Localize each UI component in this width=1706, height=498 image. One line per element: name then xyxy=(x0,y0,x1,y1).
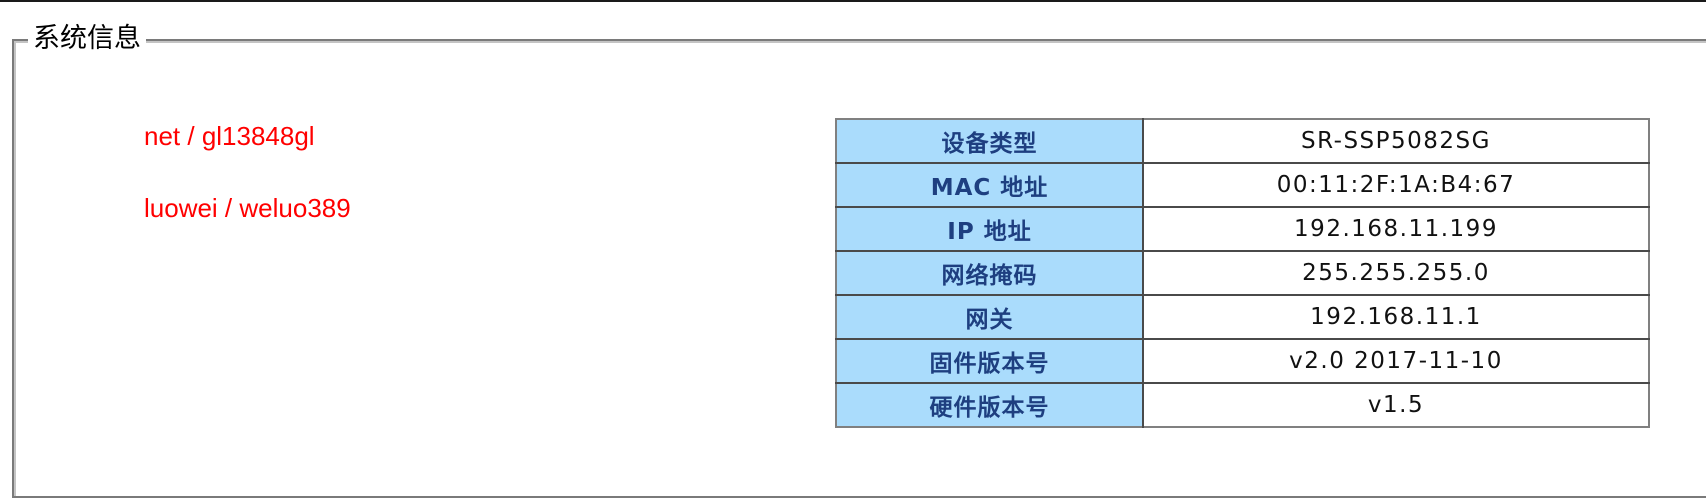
row-label: 网关 xyxy=(836,295,1144,340)
system-info-fieldset xyxy=(12,39,1706,498)
table-row-firmware-version: 固件版本号 v2.0 2017-11-10 xyxy=(836,339,1649,384)
row-label: 网络掩码 xyxy=(836,251,1144,296)
system-info-table: 设备类型 SR-SSP5082SG MAC 地址 00:11:2F:1A:B4:… xyxy=(835,118,1650,428)
row-label: IP 地址 xyxy=(836,207,1144,252)
row-label: 硬件版本号 xyxy=(836,383,1144,427)
row-label: 固件版本号 xyxy=(836,339,1144,384)
row-value: v2.0 2017-11-10 xyxy=(1143,339,1649,384)
credentials-list: net / gl13848gl luowei / weluo389 xyxy=(144,120,351,264)
table-row-device-type: 设备类型 SR-SSP5082SG xyxy=(836,119,1649,164)
table-row-netmask: 网络掩码 255.255.255.0 xyxy=(836,251,1649,296)
row-value: 255.255.255.0 xyxy=(1143,251,1649,296)
row-value: 00:11:2F:1A:B4:67 xyxy=(1143,163,1649,208)
row-label: 设备类型 xyxy=(836,119,1144,164)
fieldset-legend: 系统信息 xyxy=(28,20,146,58)
table-row-ip-address: IP 地址 192.168.11.199 xyxy=(836,207,1649,252)
row-label: MAC 地址 xyxy=(836,163,1144,208)
top-divider xyxy=(0,0,1706,2)
credential-line: luowei / weluo389 xyxy=(144,193,351,223)
row-value: 192.168.11.1 xyxy=(1143,295,1649,340)
row-value: SR-SSP5082SG xyxy=(1143,119,1649,164)
row-value: v1.5 xyxy=(1143,383,1649,427)
table-row-hardware-version: 硬件版本号 v1.5 xyxy=(836,383,1649,427)
credential-line: net / gl13848gl xyxy=(144,121,315,151)
table-row-mac-address: MAC 地址 00:11:2F:1A:B4:67 xyxy=(836,163,1649,208)
table-row-gateway: 网关 192.168.11.1 xyxy=(836,295,1649,340)
row-value: 192.168.11.199 xyxy=(1143,207,1649,252)
